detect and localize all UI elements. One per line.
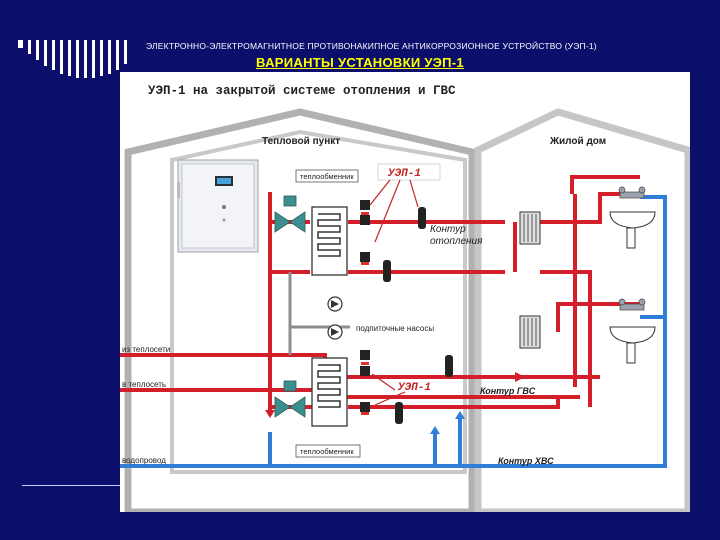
house-building <box>474 108 690 512</box>
pump-icon <box>327 296 343 340</box>
heat-point-building <box>124 108 476 512</box>
heat-exchanger-top-label: теплообменник <box>300 172 354 181</box>
divider-line <box>22 485 122 486</box>
heating-loop-label-line2: отопления <box>430 236 483 247</box>
uep-top-label: УЭП-1 <box>387 168 421 180</box>
faucet-icon <box>618 186 646 311</box>
house-label: Жилой дом <box>549 136 606 147</box>
installation-diagram: УЭП-1 на закрытой системе отопления и ГВ… <box>120 72 690 512</box>
makeup-pumps-label: подпиточные насосы <box>356 324 434 333</box>
flow-arrow-icon <box>265 372 525 418</box>
heating-loop-label-line1: Контур <box>430 224 466 235</box>
heat-exchanger-bottom <box>311 357 348 427</box>
control-cabinet-image <box>177 159 259 253</box>
radiator-icon <box>519 211 541 349</box>
sink-icon <box>609 211 656 364</box>
heat-exchanger-top <box>311 206 348 276</box>
heat-exchanger-bottom-label: теплообменник <box>300 447 354 456</box>
header-title: ВАРИАНТЫ УСТАНОВКИ УЭП-1 <box>256 55 464 70</box>
from-heat-network-label: из теплосети <box>122 345 170 354</box>
decorative-bars <box>18 40 127 78</box>
control-valve-icon <box>274 195 306 418</box>
makeup-pump-loop <box>288 272 350 355</box>
dhw-loop-label: Контур ГВС <box>480 386 536 396</box>
header-subtitle: ЭЛЕКТРОННО-ЭЛЕКТРОМАГНИТНОЕ ПРОТИВОНАКИП… <box>146 41 597 51</box>
heat-point-label: Тепловой пункт <box>262 136 340 147</box>
uep-bottom-label: УЭП-1 <box>397 382 431 394</box>
uep-device-icon <box>360 200 453 424</box>
diagram-heading: УЭП-1 на закрытой системе отопления и ГВ… <box>148 84 456 98</box>
cold-water-pipes <box>120 195 667 468</box>
water-supply-label: водопровод <box>122 456 166 465</box>
to-heat-network-label: в теплосеть <box>122 380 166 389</box>
cold-loop-label: Контур ХВС <box>498 456 554 466</box>
